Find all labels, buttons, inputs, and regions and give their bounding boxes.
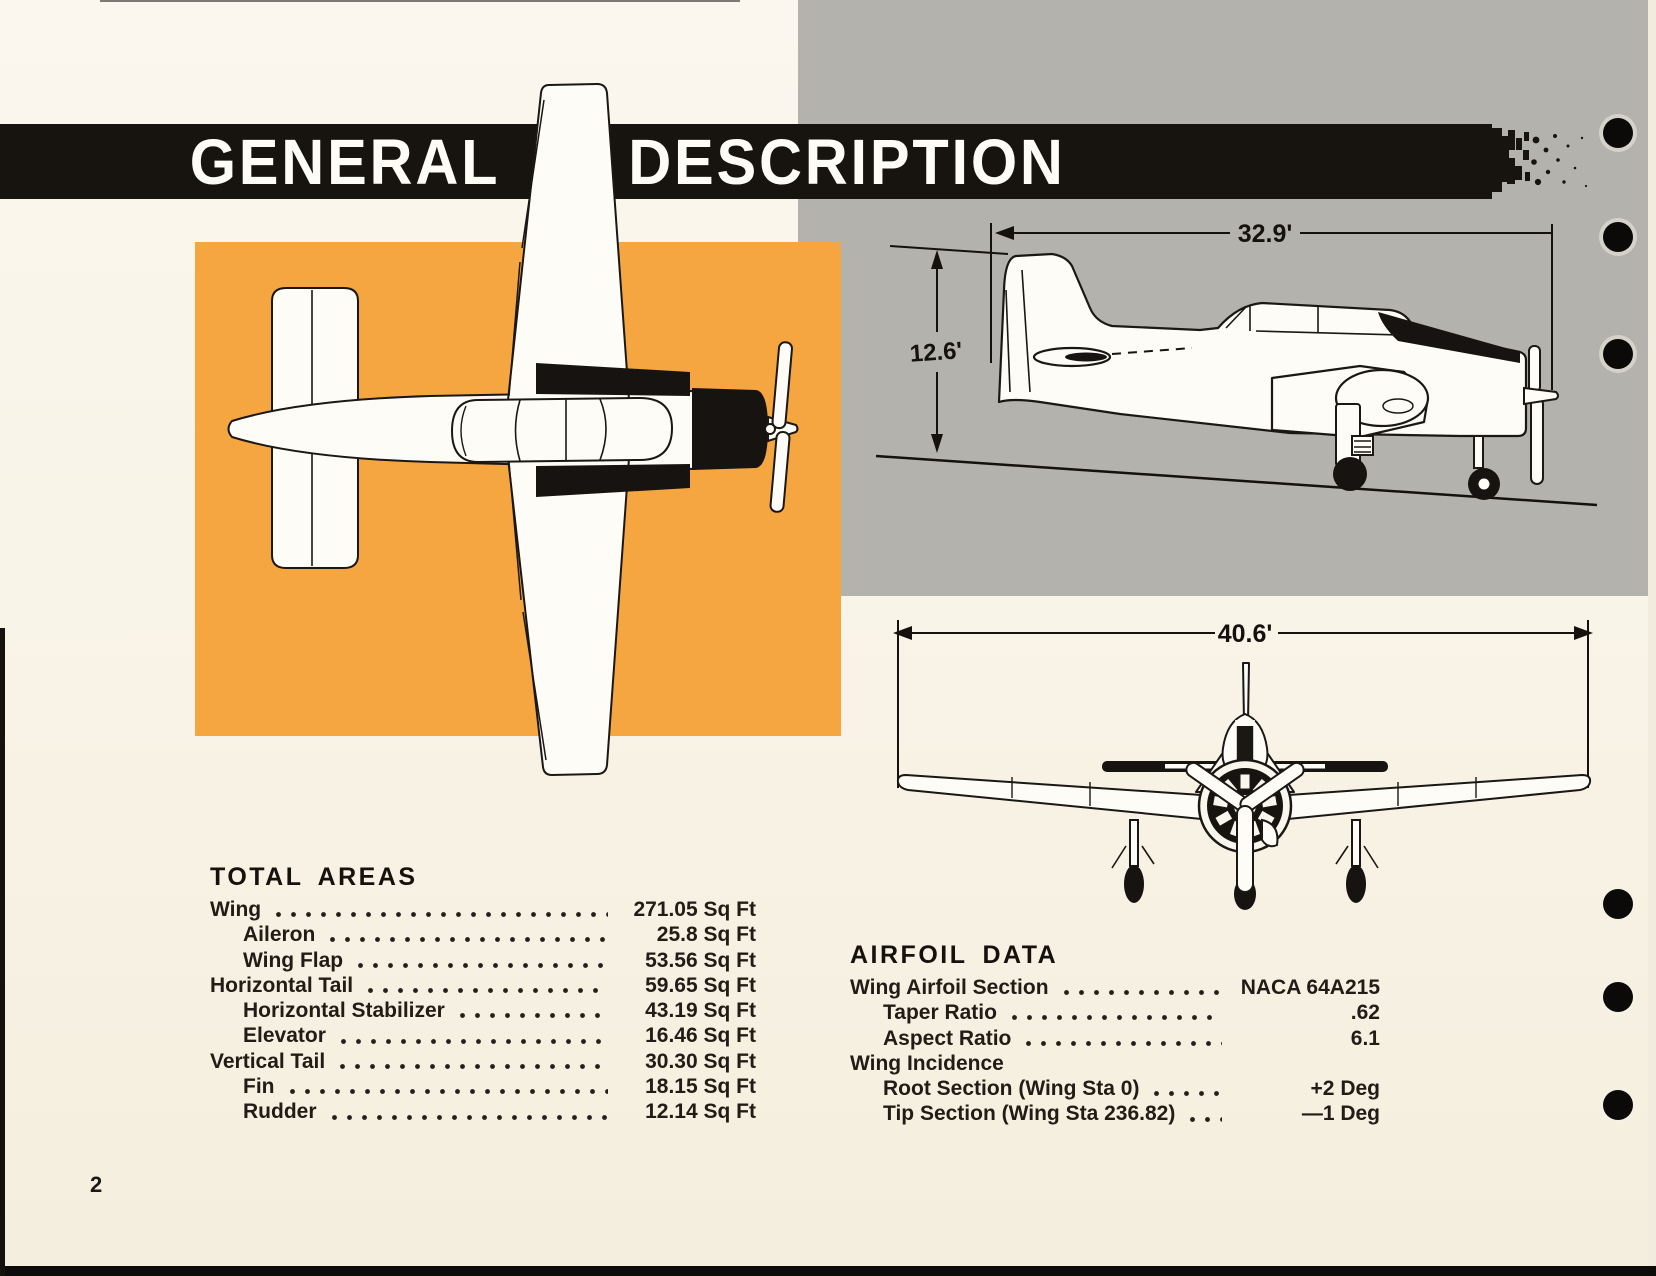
dot-leader xyxy=(1006,1001,1222,1027)
binder-hole xyxy=(1603,339,1633,369)
table-row: Wing Flap 53.56 Sq Ft xyxy=(210,948,756,974)
row-label: Wing xyxy=(210,898,262,921)
row-value: 6.1 xyxy=(1350,1026,1380,1050)
row-label: Horizontal Tail xyxy=(210,973,354,997)
row-label: Rudder xyxy=(243,1100,317,1124)
dot-leader xyxy=(353,948,608,974)
table-row: Vertical Tail 30.30 Sq Ft xyxy=(210,1049,756,1076)
dot-leader xyxy=(1014,1052,1222,1077)
page-number: 2 xyxy=(90,1172,103,1197)
dot-leader xyxy=(284,1075,608,1101)
total-areas-section: TOTAL AREAS Wing 271.05 Sq Ft Aileron 25… xyxy=(210,864,756,1126)
row-value: +2 Deg xyxy=(1310,1077,1380,1101)
row-value: 271.05 Sq Ft xyxy=(633,898,756,921)
table-row: Wing 271.05 Sq Ft xyxy=(210,898,756,924)
table-row: Horizontal Tail 59.65 Sq Ft xyxy=(210,973,756,1000)
length-dimension xyxy=(990,223,1553,390)
row-value: 18.15 Sq Ft xyxy=(645,1075,756,1099)
row-value: 59.65 Sq Ft xyxy=(645,973,756,997)
binder-hole xyxy=(1603,222,1633,252)
row-label: Root Section (Wing Sta 0) xyxy=(883,1077,1140,1101)
table-row: Horizontal Stabilizer 43.19 Sq Ft xyxy=(210,999,756,1025)
table-row: Root Section (Wing Sta 0) +2 Deg xyxy=(850,1077,1380,1103)
binder-hole xyxy=(1603,889,1633,919)
gray-photo-panel xyxy=(798,0,1648,596)
dot-leader xyxy=(1149,1077,1222,1103)
row-label: Aspect Ratio xyxy=(883,1026,1012,1050)
row-label: Wing Flap xyxy=(243,948,344,972)
top-view-aircraft-drawing xyxy=(227,83,799,776)
dot-leader xyxy=(454,999,608,1025)
page-title: GENERAL DESCRIPTION xyxy=(189,126,1066,198)
title-banner: GENERAL DESCRIPTION xyxy=(0,124,1480,199)
dot-leader xyxy=(326,1100,608,1126)
total-areas-heading: TOTAL AREAS xyxy=(210,863,418,891)
dot-leader xyxy=(271,898,608,924)
row-value: 16.46 Sq Ft xyxy=(645,1024,756,1048)
height-dimension xyxy=(889,245,1009,446)
dot-leader xyxy=(325,923,608,949)
wingspan-label: 40.6' xyxy=(1218,620,1273,648)
scan-edge-left xyxy=(0,628,5,1276)
table-row: Aspect Ratio 6.1 xyxy=(850,1026,1380,1052)
table-row: Rudder 12.14 Sq Ft xyxy=(210,1100,756,1126)
binder-hole xyxy=(1603,982,1633,1012)
row-value: 25.8 Sq Ft xyxy=(656,923,756,947)
dot-leader xyxy=(1058,976,1222,1002)
length-label: 32.9' xyxy=(1238,220,1293,248)
row-value: 53.56 Sq Ft xyxy=(645,948,756,972)
table-row: Wing Incidence xyxy=(850,1052,1380,1077)
scan-edge-top xyxy=(100,0,740,2)
table-row: Aileron 25.8 Sq Ft xyxy=(210,923,756,949)
dot-leader xyxy=(335,1024,608,1050)
row-label: Horizontal Stabilizer xyxy=(243,999,445,1023)
table-row: Taper Ratio .62 xyxy=(850,1001,1380,1027)
row-value: —1 Deg xyxy=(1301,1102,1380,1126)
table-row: Fin 18.15 Sq Ft xyxy=(210,1075,756,1101)
row-value: 30.30 Sq Ft xyxy=(645,1049,756,1073)
binder-hole xyxy=(1603,1090,1633,1120)
row-label: Aileron xyxy=(243,923,316,947)
airfoil-data-rows: Wing Airfoil Section NACA 64A215 Taper R… xyxy=(850,976,1380,1128)
scan-edge-bottom xyxy=(0,1266,1656,1276)
table-row: Elevator 16.46 Sq Ft xyxy=(210,1024,756,1050)
row-label: Vertical Tail xyxy=(210,1049,326,1073)
wingspan-dimension xyxy=(897,620,1589,788)
airfoil-data-section: AIRFOIL DATA Wing Airfoil Section NACA 6… xyxy=(850,942,1380,1128)
dot-leader xyxy=(1185,1102,1222,1128)
row-value: 12.14 Sq Ft xyxy=(645,1100,756,1124)
side-view-aircraft-drawing: 32.9' 12.6' xyxy=(875,220,1598,507)
row-value: NACA 64A215 xyxy=(1240,976,1380,999)
row-label: Wing Incidence xyxy=(850,1051,1004,1075)
row-label: Fin xyxy=(243,1075,275,1099)
row-label: Elevator xyxy=(243,1024,326,1048)
row-value: 43.19 Sq Ft xyxy=(645,999,756,1023)
height-label: 12.6' xyxy=(909,337,963,368)
total-areas-rows: Wing 271.05 Sq Ft Aileron 25.8 Sq Ft Win… xyxy=(210,898,756,1126)
row-label: Wing Airfoil Section xyxy=(850,976,1049,999)
dot-leader xyxy=(1021,1026,1222,1052)
row-label: Tip Section (Wing Sta 236.82) xyxy=(883,1102,1176,1126)
row-value: .62 xyxy=(1350,1001,1380,1025)
binder-hole xyxy=(1603,118,1633,148)
front-view-aircraft-drawing: 40.6' xyxy=(893,620,1593,910)
banner-grunge-edge xyxy=(1478,124,1588,199)
table-row: Tip Section (Wing Sta 236.82) —1 Deg xyxy=(850,1102,1380,1128)
table-row: Wing Airfoil Section NACA 64A215 xyxy=(850,976,1380,1002)
dot-leader xyxy=(335,1049,608,1076)
paper-edge xyxy=(1648,0,1656,1276)
airfoil-data-heading: AIRFOIL DATA xyxy=(850,941,1059,969)
dot-leader xyxy=(363,973,608,1000)
row-label: Taper Ratio xyxy=(883,1001,997,1025)
